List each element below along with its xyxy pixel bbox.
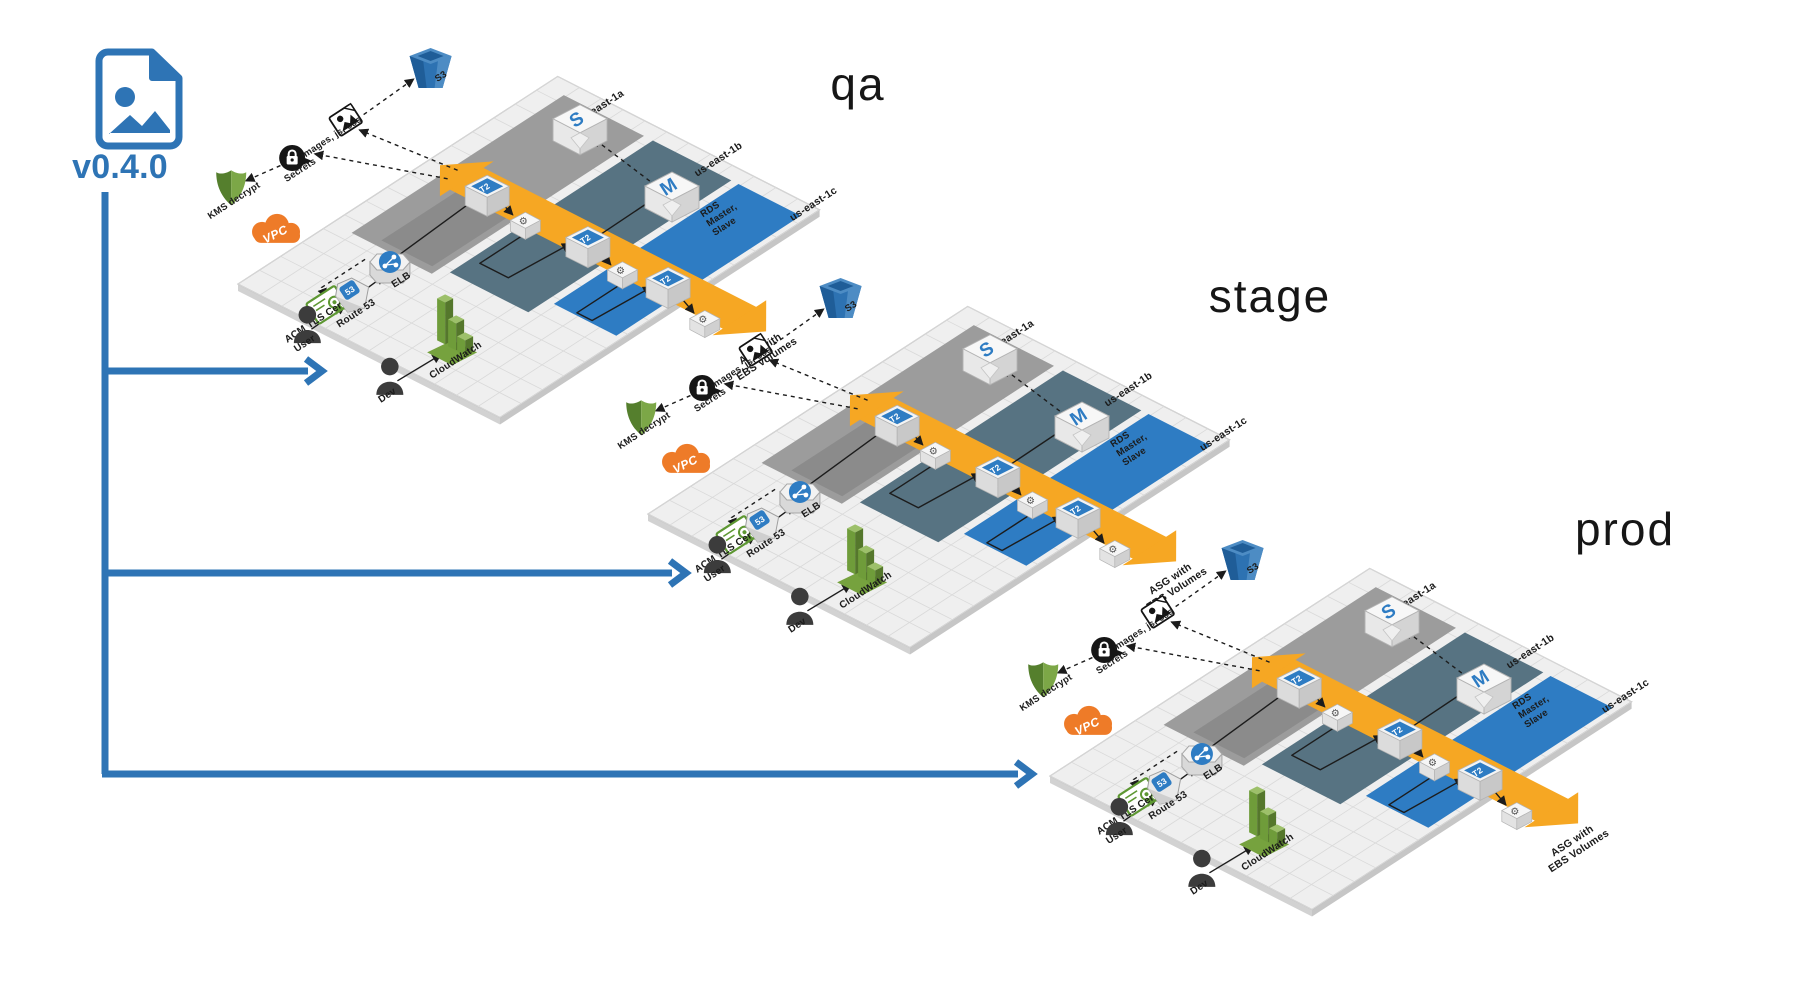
t2-badge: T2	[988, 462, 1002, 476]
ec2-t2-instance: T2	[1457, 758, 1503, 802]
ec2-t2-instance: T2	[1276, 666, 1323, 709]
t2-badge: T2	[1290, 673, 1304, 687]
route53-badge: 53	[1155, 776, 1169, 790]
flow-arrow-stage	[102, 558, 692, 588]
kms-shield-icon	[626, 400, 657, 436]
zone-us-east-1c	[963, 414, 1211, 566]
environment-qa: us-east-1aus-east-1bus-east-1cSMT2T2T2⚙⚙…	[206, 48, 885, 425]
assets-image-icon	[1140, 594, 1175, 629]
s3-label: S3	[433, 69, 449, 85]
secrets-icon	[279, 144, 313, 171]
ec2-t2-instance: T2	[564, 226, 611, 269]
connectors	[1056, 570, 1507, 874]
environment-stage: us-east-1aus-east-1bus-east-1cSMT2T2T2⚙⚙…	[616, 270, 1332, 655]
env-title-prod: prod	[1575, 503, 1675, 555]
flow-arrow-prod	[102, 759, 1038, 789]
route53-badge: 53	[753, 514, 767, 528]
route53-icon: 53	[335, 277, 370, 313]
connectors	[654, 308, 1105, 612]
version-label: v0.4.0	[72, 148, 168, 186]
person-icon	[376, 357, 404, 395]
cloudwatch-icon	[837, 524, 888, 596]
route53-badge: 53	[343, 284, 357, 298]
rds-master-node: M	[644, 171, 700, 223]
launch-config-gear: ⚙	[1099, 540, 1131, 569]
s3-icon	[1221, 540, 1264, 581]
secrets-icon	[1091, 636, 1125, 663]
ec2-t2-instance: T2	[1055, 496, 1101, 540]
launch-config-gear: ⚙	[919, 441, 952, 470]
ec2-t2-instance: T2	[464, 174, 511, 217]
version-block: v0.4.0	[72, 48, 183, 186]
person-icon	[293, 306, 321, 344]
cloudwatch-icon	[1239, 786, 1290, 858]
t2-badge: T2	[1390, 724, 1404, 738]
launch-config-gear: ⚙	[1016, 491, 1049, 520]
kms-shield-icon	[1028, 662, 1059, 698]
env-title-stage: stage	[1209, 270, 1332, 322]
vpc-icon: VPC	[662, 443, 711, 476]
elb-icon	[1181, 742, 1223, 776]
assets-image-icon	[328, 102, 363, 137]
s3-label: S3	[1245, 561, 1261, 577]
s3-icon	[409, 48, 452, 89]
t2-badge: T2	[888, 411, 902, 425]
t2-badge: T2	[478, 181, 492, 195]
route53-icon: 53	[1147, 769, 1182, 805]
person-icon	[1105, 798, 1133, 836]
rds-slave-node: S	[962, 334, 1019, 386]
s3-icon	[819, 278, 862, 319]
assets-image-icon	[738, 332, 773, 367]
zone-us-east-1c	[1365, 676, 1613, 828]
t2-badge: T2	[1068, 503, 1082, 517]
person-icon	[703, 536, 731, 574]
environment-prod: us-east-1aus-east-1bus-east-1cSMT2T2T2⚙⚙…	[1018, 503, 1675, 917]
rds-slave-node: S	[1364, 596, 1421, 648]
t2-badge: T2	[1470, 765, 1484, 779]
flow-arrow-qa	[102, 356, 328, 386]
launch-config-gear: ⚙	[1501, 802, 1533, 831]
ec2-t2-instance: T2	[645, 266, 691, 310]
env-title-qa: qa	[830, 58, 885, 110]
launch-config-gear: ⚙	[689, 310, 721, 339]
kms-shield-icon	[216, 170, 247, 206]
cloudwatch-icon	[427, 294, 478, 366]
rds-master-node: M	[1054, 401, 1110, 453]
ec2-t2-instance: T2	[1376, 718, 1423, 761]
person-icon	[786, 587, 814, 625]
elb-icon	[369, 250, 411, 284]
launch-config-gear: ⚙	[1321, 703, 1354, 732]
image-file-icon	[95, 48, 183, 150]
vpc-icon: VPC	[252, 213, 301, 246]
ec2-t2-instance: T2	[874, 404, 921, 447]
launch-config-gear: ⚙	[509, 211, 542, 240]
secrets-icon	[689, 374, 723, 401]
elb-icon	[779, 480, 821, 514]
flow-arrows	[101, 192, 1038, 789]
rds-slave-node: S	[552, 104, 609, 156]
zone-us-east-1c	[553, 184, 801, 336]
t2-badge: T2	[658, 273, 672, 287]
s3-label: S3	[843, 299, 859, 315]
ec2-t2-instance: T2	[974, 456, 1021, 499]
launch-config-gear: ⚙	[1418, 753, 1451, 782]
rds-master-node: M	[1456, 663, 1512, 715]
vpc-icon: VPC	[1064, 705, 1113, 738]
route53-icon: 53	[745, 507, 780, 543]
launch-config-gear: ⚙	[606, 261, 639, 290]
person-icon	[1188, 849, 1216, 887]
t2-badge: T2	[578, 232, 592, 246]
